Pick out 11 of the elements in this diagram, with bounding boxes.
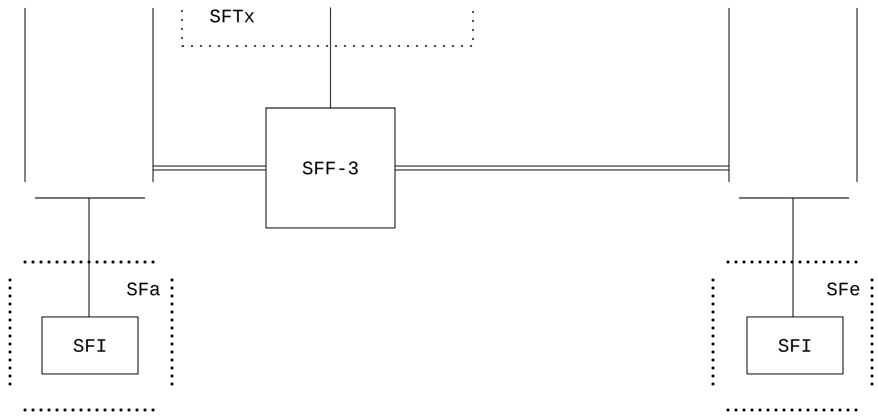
connector <box>792 198 794 317</box>
connector <box>153 166 266 170</box>
function-box: SFI <box>746 316 844 374</box>
function-box: SFF-3 <box>266 108 396 228</box>
connector <box>88 198 90 317</box>
classifier-outline: SFTx <box>181 10 474 47</box>
function-box: SFI <box>42 316 138 374</box>
tunnel-drawing <box>24 8 154 198</box>
tunnel-drawing <box>728 8 858 198</box>
connector <box>330 7 331 108</box>
connector <box>395 166 729 170</box>
